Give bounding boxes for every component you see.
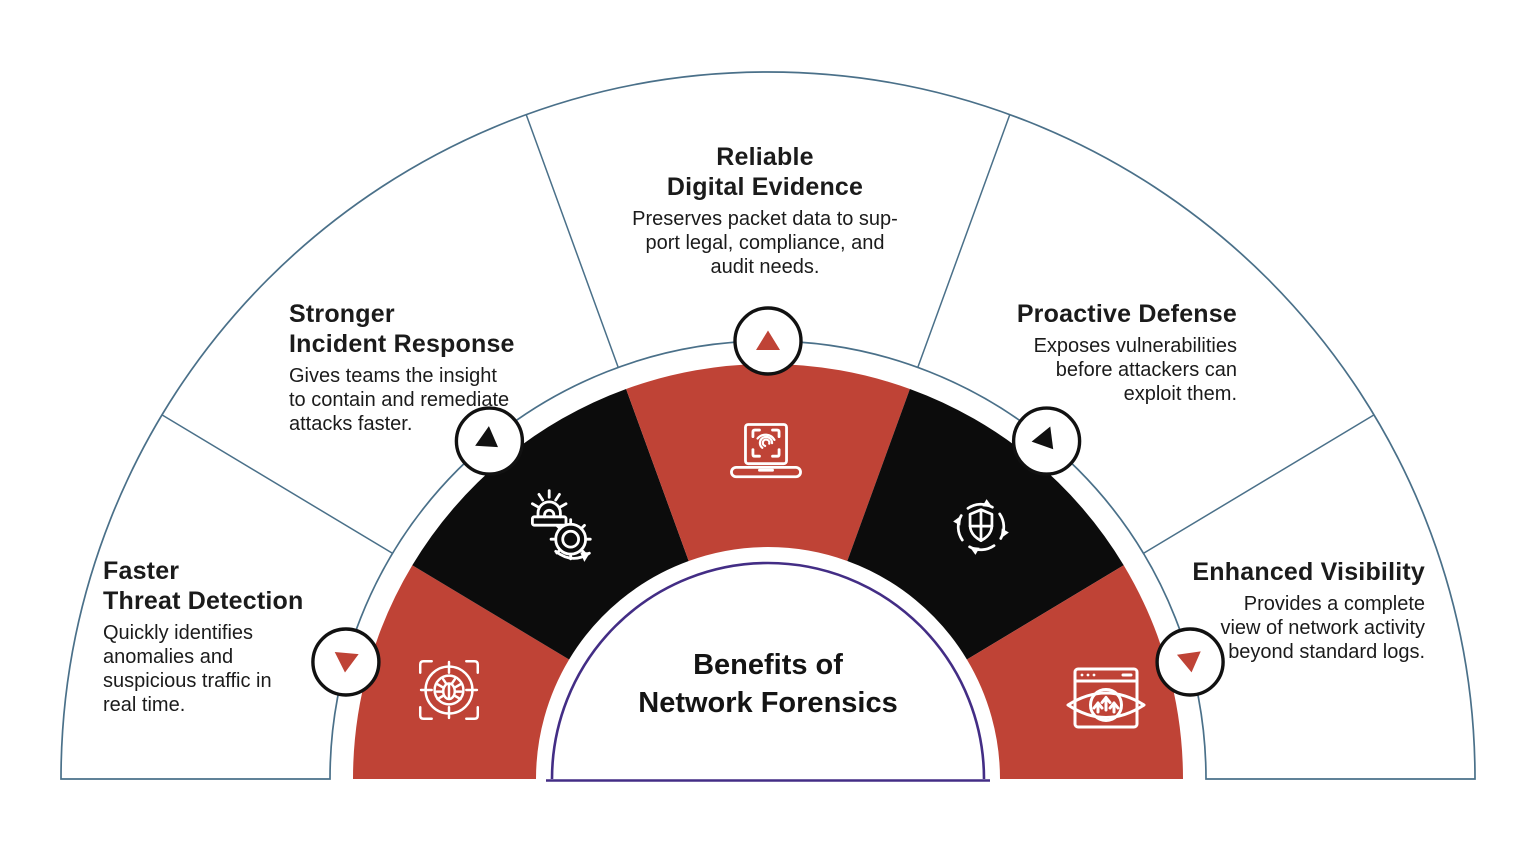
title-line: Benefits of	[693, 649, 843, 681]
section-body: Provides a complete view of network acti…	[1125, 592, 1425, 664]
triangle-icon	[475, 426, 499, 448]
marker-reliable-digital-evidence	[733, 306, 803, 376]
section-body: Preserves packet data to sup- port legal…	[605, 207, 925, 279]
triangle-icon	[756, 330, 780, 350]
section-title: Reliable Digital Evidence	[605, 142, 925, 202]
body-line: view of network activity	[1220, 617, 1425, 639]
section-reliable-digital-evidence: Reliable Digital Evidence Preserves pack…	[605, 142, 925, 279]
center-disc-outline	[550, 561, 986, 780]
title-line: Enhanced Visibility	[1192, 558, 1425, 586]
body-line: Quickly identifies	[103, 622, 254, 644]
divider-line	[917, 114, 1011, 368]
body-line: Exposes vulnerabilities	[1033, 335, 1237, 357]
body-line: audit needs.	[710, 256, 820, 278]
body-line: port legal, compliance, and	[645, 232, 885, 254]
body-line: to contain and remediate	[289, 389, 510, 411]
title-line: Faster	[103, 557, 180, 585]
section-title: Stronger Incident Response	[289, 299, 539, 359]
step-markers	[311, 306, 1225, 697]
body-line: anomalies and	[103, 646, 234, 668]
body-line: real time.	[103, 694, 186, 716]
section-proactive-defense: Proactive Defense Exposes vulnerabilitie…	[967, 299, 1237, 406]
body-line: Gives teams the insight	[289, 365, 497, 387]
body-line: beyond standard logs.	[1228, 641, 1425, 663]
section-body: Quickly identifies anomalies and suspici…	[103, 621, 343, 717]
divider-line	[1143, 414, 1375, 555]
body-line: suspicious traffic in	[103, 670, 272, 692]
title-line: Threat Detection	[103, 587, 304, 615]
body-line: Provides a complete	[1243, 593, 1425, 615]
section-body: Exposes vulnerabilities before attackers…	[967, 334, 1237, 406]
section-stronger-incident-response: Stronger Incident Response Gives teams t…	[289, 299, 539, 436]
outer-ring	[60, 71, 1476, 780]
section-title: Enhanced Visibility	[1125, 557, 1425, 587]
divider-line	[161, 414, 393, 555]
marker-stronger-incident-response	[454, 406, 525, 476]
section-title: Faster Threat Detection	[103, 556, 343, 616]
body-line: Preserves packet data to sup-	[632, 208, 898, 230]
title-line: Network Forensics	[638, 687, 898, 719]
marker-enhanced-visibility	[1155, 627, 1225, 697]
title-line: Digital Evidence	[666, 173, 864, 201]
marker-proactive-defense	[1011, 406, 1082, 476]
title-line: Proactive Defense	[1016, 300, 1237, 328]
divider-line	[525, 114, 619, 368]
diagram-title: Benefits of Network Forensics	[548, 646, 988, 722]
title-line: Reliable	[716, 143, 814, 171]
triangle-icon	[334, 651, 359, 673]
body-line: before attackers can	[1055, 359, 1237, 381]
center-disc	[552, 563, 984, 779]
marker-faster-threat-detection	[311, 627, 381, 697]
section-divider-lines	[161, 114, 1375, 555]
title-line: Incident Response	[289, 330, 515, 358]
title-line: Stronger	[289, 300, 395, 328]
section-title: Proactive Defense	[967, 299, 1237, 329]
triangle-icon	[1176, 651, 1201, 673]
section-faster-threat-detection: Faster Threat Detection Quickly identifi…	[103, 556, 343, 717]
body-line: attacks faster.	[289, 413, 413, 435]
body-line: exploit them.	[1123, 383, 1237, 405]
section-body: Gives teams the insight to contain and r…	[289, 364, 539, 436]
triangle-icon	[1031, 426, 1054, 450]
section-enhanced-visibility: Enhanced Visibility Provides a complete …	[1125, 557, 1425, 664]
